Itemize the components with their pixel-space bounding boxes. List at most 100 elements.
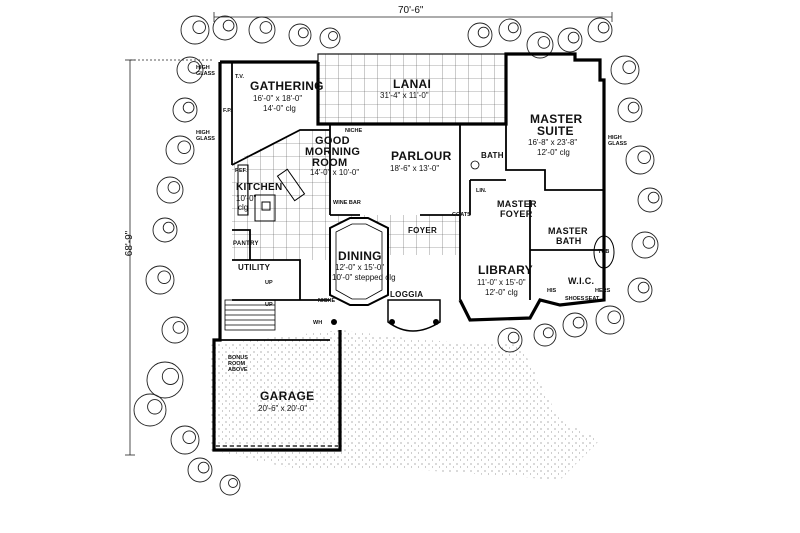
loggia-column-right	[433, 319, 439, 325]
shrub-icon	[192, 20, 206, 34]
dimension-lines	[125, 12, 613, 456]
shrub-icon	[182, 101, 195, 114]
kitchen-floor	[232, 130, 330, 260]
shrub-icon	[187, 457, 213, 483]
parlour-name: PARLOUR	[391, 149, 452, 163]
shrub-icon	[147, 399, 163, 415]
shrub-icon	[259, 21, 273, 34]
master-bath-name-line1: MASTER	[548, 226, 588, 236]
tub-outline	[593, 235, 615, 269]
shrub-icon	[637, 150, 651, 164]
shrub-icon	[219, 474, 241, 496]
bonus-room-label-line3: ABOVE	[228, 367, 248, 373]
dining-octagon	[329, 217, 389, 306]
stairs	[224, 299, 276, 331]
bonus-room-label-line2: ROOM	[228, 361, 246, 367]
shrub-icon	[328, 31, 338, 41]
loggia-column-left	[389, 319, 395, 325]
exterior-walls	[212, 52, 606, 452]
shoes-label: SHOES	[565, 296, 585, 302]
shrub-icon	[617, 97, 643, 123]
shrub-icon	[172, 97, 198, 123]
bonus-room-label-line1: BONUS	[228, 355, 248, 361]
good-morning-name-line1: GOOD	[315, 135, 350, 147]
parlour-size: 18'-6" x 13'-0"	[390, 164, 440, 173]
shrub-icon	[587, 17, 613, 43]
shrub-icon	[526, 31, 554, 59]
shrub-icon	[167, 181, 181, 194]
kitchen-name: KITCHEN	[236, 182, 283, 193]
bath-toilet	[470, 160, 480, 170]
shrub-icon	[557, 27, 583, 53]
high-glass-label-right: HIGH GLASS	[608, 135, 627, 147]
garage-column	[331, 319, 337, 325]
garage-doors	[216, 445, 338, 451]
pantry-name: PANTRY	[233, 241, 259, 247]
tv-label: T.V.	[235, 74, 244, 80]
master-suite-name-line1: MASTER	[530, 112, 583, 126]
wine-bar-label: WINE BAR	[333, 200, 361, 206]
shrub-icon	[288, 23, 312, 47]
shrub-icon	[180, 15, 210, 45]
shrub-icon	[228, 478, 238, 488]
niche-label-top: NICHE	[345, 128, 363, 134]
lanai-name: LANAI	[393, 77, 432, 91]
good-morning-name-line2: MORNING	[305, 146, 361, 158]
library-ceiling: 12'-0" clg	[485, 288, 518, 297]
garage-name: GARAGE	[260, 389, 315, 403]
dining-ceiling: 10'-0" stepped clg	[332, 273, 396, 282]
library-size: 11'-0" x 15'-0"	[477, 278, 526, 287]
shrub-icon	[165, 135, 195, 165]
gathering-room-size: 16'-0" x 18'-0"	[253, 94, 303, 103]
shrub-icon	[625, 145, 655, 175]
master-foyer-name-line1: MASTER	[497, 199, 537, 209]
shrub-icon	[172, 321, 186, 334]
shrub-icon	[507, 331, 520, 344]
wh-label: WH	[313, 320, 323, 326]
high-glass-label-left: HIGH GLASS	[196, 130, 215, 142]
shrub-icon	[627, 277, 653, 303]
shrub-icon	[631, 231, 659, 259]
overall-width-label: 70'-6"	[398, 5, 424, 16]
dining-inner-octagon	[335, 223, 383, 300]
master-suite-name-line2: SUITE	[537, 124, 574, 138]
shrub-icon	[607, 310, 621, 324]
kitchen-ceiling-line1: 10'-0"	[236, 194, 257, 203]
shrub-icon	[642, 236, 656, 249]
high-glass-label-top-left: HIGH GLASS	[196, 65, 215, 77]
bath-name: BATH	[481, 151, 504, 160]
gathering-room-name: GATHERING	[250, 79, 324, 93]
dining-size: 12'-0" x 15'-0"	[335, 263, 385, 272]
shrub-icon	[156, 176, 184, 204]
shrub-icon	[212, 15, 238, 41]
shrub-icon	[627, 101, 640, 114]
foyer-name: FOYER	[408, 226, 438, 235]
shrub-icon	[162, 221, 175, 234]
driveway-ground	[210, 330, 600, 480]
garage-size: 20'-6" x 20'-0"	[258, 404, 308, 413]
lin-label: LIN.	[476, 188, 487, 194]
kitchen-fixtures	[237, 164, 306, 222]
good-morning-size: 14'-0" x 10'-0"	[310, 168, 360, 177]
kitchen-ceiling-line2: clg	[238, 203, 249, 212]
shrub-icon	[647, 191, 660, 204]
shrub-icon	[297, 27, 309, 39]
shrub-icon	[637, 187, 663, 213]
shrub-icon	[533, 323, 557, 347]
ref-label: REF.	[235, 168, 247, 174]
shrub-icon	[595, 305, 625, 335]
shrub-icon	[176, 56, 204, 84]
shrub-icon	[222, 19, 235, 32]
shrub-icon	[637, 281, 650, 294]
coats-label: COATS	[452, 212, 471, 218]
library-name: LIBRARY	[478, 263, 533, 277]
niche-label-bottom: NICHE	[318, 298, 336, 304]
lanai-size: 31'-4" x 11'-0"	[380, 91, 429, 100]
hers-label: HERS	[595, 288, 611, 294]
shrub-icon	[610, 55, 640, 85]
dining-name: DINING	[338, 249, 382, 263]
shrub-icon	[477, 26, 490, 39]
shrub-icon	[133, 393, 167, 427]
shrub-icon	[145, 265, 175, 295]
